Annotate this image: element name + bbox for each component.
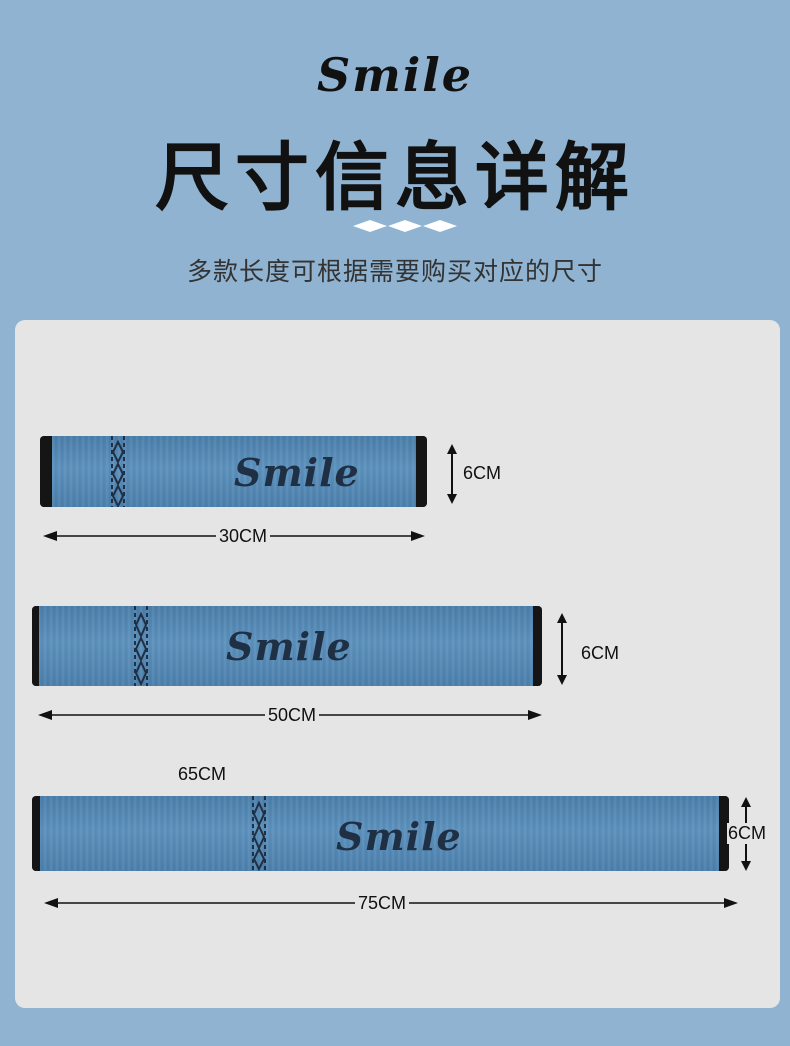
towel-logo: Smile: [336, 814, 462, 859]
height-arrow-icon: [557, 613, 567, 685]
towel-30cm-image: Smile: [40, 436, 427, 507]
extra-size-label: 65CM: [178, 764, 227, 784]
height-label: 6CM: [463, 463, 502, 483]
stitch-pattern-icon: [134, 606, 148, 686]
stitch-pattern-icon: [111, 436, 125, 507]
page-subtitle: 多款长度可根据需要购买对应的尺寸: [186, 257, 603, 286]
height-arrow-icon: [447, 444, 457, 504]
width-label: 30CM: [216, 526, 271, 547]
height-label: 6CM: [581, 643, 620, 663]
height-label: 6CM: [727, 823, 768, 844]
page-title: 尺寸信息详解: [155, 135, 635, 221]
stitch-pattern-icon: [252, 796, 266, 871]
towel-50cm-image: Smile: [32, 606, 542, 686]
diamond-divider-icon: [353, 220, 457, 232]
towel-logo: Smile: [234, 450, 360, 495]
towel-75cm-image: Smile: [32, 796, 729, 871]
brand-logo-text: Smile: [316, 48, 474, 102]
towel-logo: Smile: [226, 624, 352, 669]
width-label: 50CM: [265, 705, 320, 726]
width-label: 75CM: [355, 893, 410, 914]
